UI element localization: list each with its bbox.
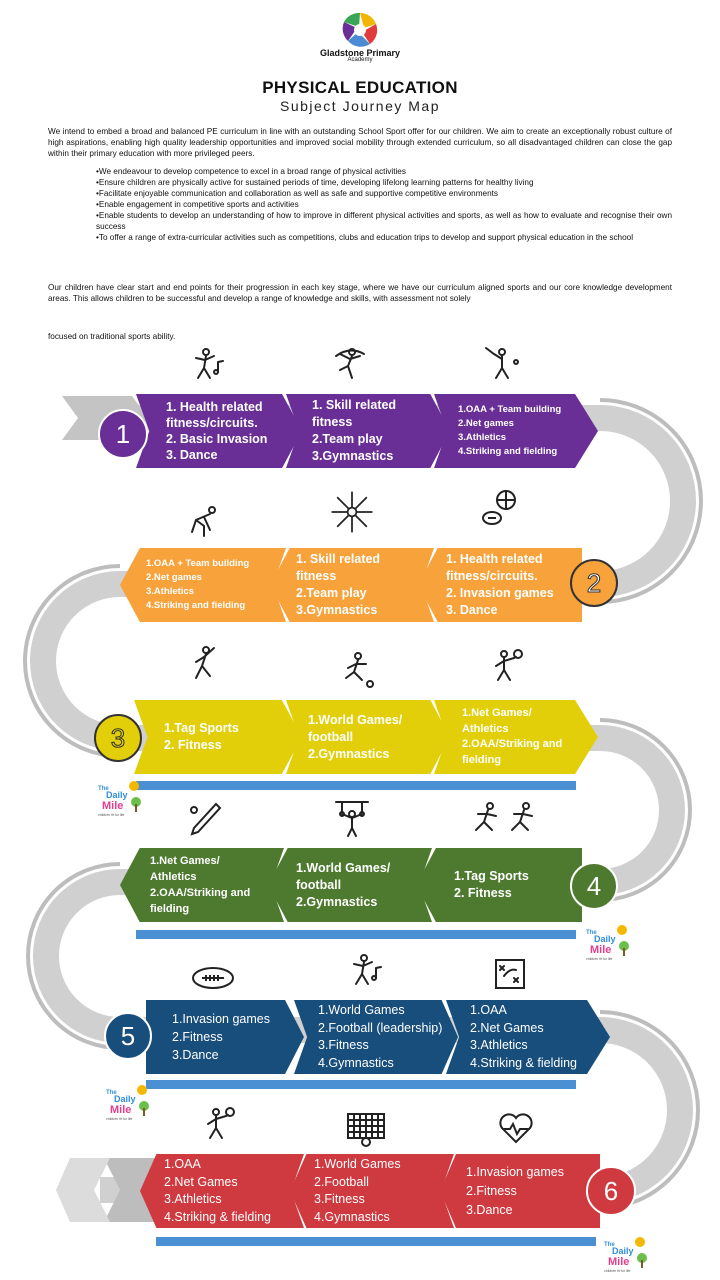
- daily-mile-mile: Mile: [110, 1104, 131, 1116]
- daily-mile-daily: Daily: [114, 1094, 136, 1104]
- intro-paragraph: We intend to embed a broad and balanced …: [48, 127, 672, 158]
- year-6-box-2: 1.World Games 2.Football 3.Fitness 4.Gym…: [290, 1154, 454, 1228]
- school-subname: Academy: [347, 57, 373, 63]
- year-4-box-2: 1.World Games/ football 2.Gymnastics: [268, 848, 432, 922]
- daily-mile-the: The: [586, 930, 597, 936]
- year-3-box-1: 1.Tag Sports 2. Fitness: [134, 700, 302, 774]
- goal-net-icon: [347, 1113, 385, 1147]
- daily-mile-logo: The Daily Mile children fit for life: [100, 1082, 150, 1122]
- year-4-box-3: 1.Net Games/ Athletics 2.OAA/Striking an…: [120, 848, 284, 922]
- tennis-player-icon: [495, 649, 523, 681]
- gymnast-icon: [335, 348, 365, 379]
- dancer-icon: [353, 954, 382, 985]
- daily-mile-tag: children fit for life: [586, 957, 613, 961]
- daily-mile-logo: The Daily Mile children fit for life: [92, 778, 142, 818]
- bowler-icon: [195, 646, 215, 679]
- year-2-box-2: 1. Skill related fitness 2.Team play 3.G…: [270, 548, 434, 622]
- teamwork-hands-icon: [331, 491, 373, 533]
- daily-mile-tag: children fit for life: [106, 1117, 133, 1121]
- dancer-icon: [195, 348, 224, 379]
- year-2-marker: 2: [570, 559, 618, 607]
- year-3-box-2: 1.World Games/ football 2.Gymnastics: [286, 700, 450, 774]
- year-6-box-3: 1.OAA 2.Net Games 3.Athletics 4.Striking…: [140, 1154, 304, 1228]
- year-5-marker: 5: [104, 1012, 152, 1060]
- year-5-box-3: 1.OAA 2.Net Games 3.Athletics 4.Striking…: [446, 1000, 610, 1074]
- daily-mile-daily: Daily: [594, 934, 616, 944]
- daily-mile-bar: [136, 930, 576, 939]
- aim-item: •Ensure children are physically active f…: [96, 178, 534, 187]
- daily-mile-mile: Mile: [590, 944, 611, 956]
- year-4-marker: 4: [570, 862, 618, 910]
- year-2-box-3: 1.OAA + Team building 2.Net games 3.Athl…: [120, 548, 286, 622]
- year-1-box-3: 1.OAA + Team building 2.Net games 3.Athl…: [434, 394, 598, 468]
- daily-mile-bar: [156, 1237, 596, 1246]
- aim-item: •To offer a range of extra-curricular ac…: [96, 233, 634, 242]
- progression-paragraph-end: focused on traditional sports ability.: [48, 332, 176, 341]
- daily-mile-logo: The Daily Mile children fit for life: [580, 922, 630, 962]
- year-4-box-1: 1.Tag Sports 2. Fitness: [416, 848, 582, 922]
- daily-mile-logo: The Daily Mile children fit for life: [598, 1234, 648, 1274]
- daily-mile-tag: children fit for life: [98, 813, 125, 817]
- page-subtitle: Subject Journey Map: [279, 98, 441, 114]
- aims-list: •We endeavour to develop competence to e…: [96, 166, 672, 243]
- daily-mile-mile: Mile: [608, 1256, 629, 1268]
- daily-mile-tag: children fit for life: [604, 1269, 631, 1273]
- year-1-box-2: 1. Skill related fitness 2.Team play 3.G…: [286, 394, 450, 468]
- daily-mile-the: The: [106, 1090, 117, 1096]
- runner-start-icon: [191, 506, 216, 537]
- football-player-icon: [345, 652, 374, 688]
- year-6-marker: 6: [586, 1166, 636, 1216]
- year-1-marker: 1: [98, 409, 148, 459]
- daily-mile-the: The: [98, 786, 109, 792]
- rugby-ball-icon: [192, 967, 234, 989]
- cricket-batter-icon: [485, 347, 519, 379]
- heartbeat-icon: [499, 1113, 533, 1144]
- aim-item: •Enable engagement in competitive sports…: [96, 200, 299, 209]
- year-6-box-1: 1.Invasion games 2.Fitness 3.Dance: [440, 1154, 600, 1228]
- aim-item: •Facilitate enjoyable communication and …: [96, 189, 498, 198]
- daily-mile-bar: [136, 781, 576, 790]
- daily-mile-bar: [146, 1080, 576, 1089]
- year-5-box-1: 1.Invasion games 2.Fitness 3.Dance: [146, 1000, 304, 1074]
- aim-item: •We endeavour to develop competence to e…: [96, 167, 406, 176]
- aim-item: •Enable students to develop an understan…: [96, 211, 672, 231]
- year-2-box-1: 1. Health related fitness/circuits. 2. I…: [418, 548, 582, 622]
- daily-mile-daily: Daily: [106, 790, 128, 800]
- tactics-board-icon: [495, 959, 525, 989]
- runners-icon: [475, 802, 533, 831]
- year-3-box-3: 1.Net Games/ Athletics 2.OAA/Striking an…: [434, 700, 598, 774]
- rings-gymnast-icon: [335, 801, 369, 837]
- year-3-marker: 3: [94, 714, 142, 762]
- daily-mile-the: The: [604, 1242, 615, 1248]
- year-1-box-1: 1. Health related fitness/circuits. 2. B…: [136, 394, 302, 468]
- balls-icon: [482, 490, 516, 525]
- school-name: Gladstone Primary: [319, 48, 401, 58]
- page-title: PHYSICAL EDUCATION: [262, 78, 458, 97]
- year-5-box-2: 1.World Games 2.Football (leadership) 3.…: [294, 1000, 458, 1074]
- cricket-bat-icon: [190, 802, 222, 836]
- school-logo: [342, 12, 378, 47]
- tennis-player-icon: [207, 1107, 235, 1139]
- progression-paragraph: Our children have clear start and end po…: [48, 283, 672, 303]
- daily-mile-daily: Daily: [612, 1246, 634, 1256]
- daily-mile-mile: Mile: [102, 800, 123, 812]
